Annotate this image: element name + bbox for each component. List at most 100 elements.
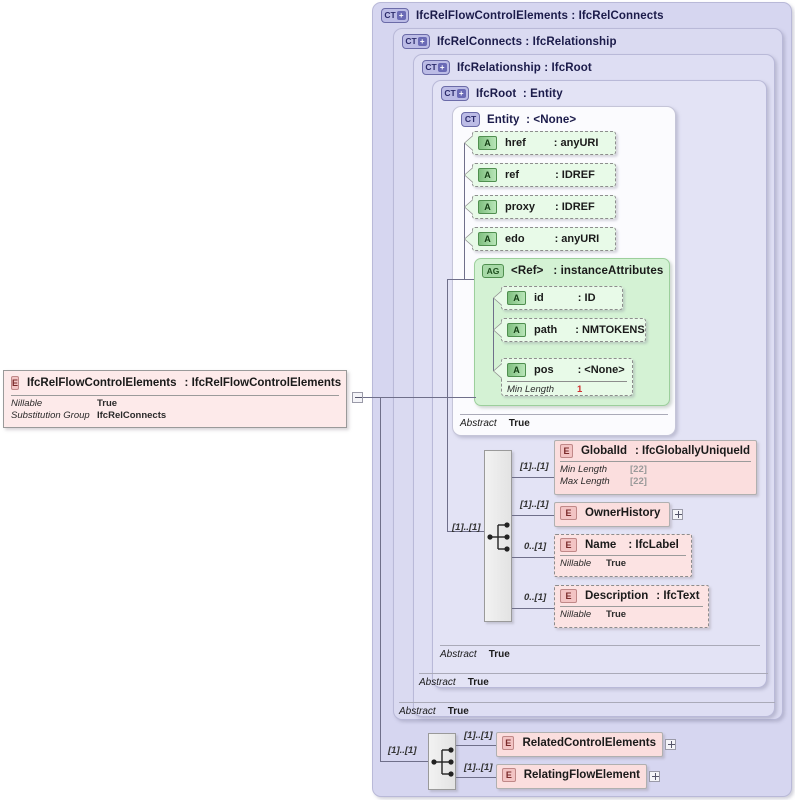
relation-branch-relating: [456, 777, 496, 778]
attribute-proxy[interactable]: A proxy : IDREF: [464, 195, 616, 219]
attribute-name: ref: [505, 169, 520, 181]
complextype-icon[interactable]: CT: [461, 112, 480, 127]
complextype-icon[interactable]: CT+: [441, 86, 469, 101]
attribute-nose: [465, 136, 473, 150]
complextype-header-2: CT+ IfcRelConnects : IfcRelationship: [402, 34, 617, 49]
complextype-icon[interactable]: CT+: [402, 34, 430, 49]
occurrence-globalid: [1]..[1]: [520, 461, 549, 472]
occurrence-description: 0..[1]: [524, 592, 547, 603]
collapse-minus-icon[interactable]: [352, 392, 363, 403]
expand-plus-icon[interactable]: +: [437, 63, 447, 72]
attribute-icon: A: [507, 291, 526, 305]
expand-plus-icon-relatedcontrolelements[interactable]: [665, 739, 676, 750]
element-ownerhistory-header: E OwnerHistory: [555, 503, 669, 523]
entity-abstract-row: Abstract True: [460, 414, 668, 429]
sequence-compositor-ifcroot[interactable]: [484, 450, 512, 622]
facet-key: Min Length: [507, 384, 555, 395]
expand-plus-icon-relatingflowelement[interactable]: [649, 771, 660, 782]
inheritance-trunk-vline: [447, 279, 448, 531]
attribute-nose: [494, 364, 502, 378]
element-name: OwnerHistory: [585, 507, 661, 519]
complextype-header-3: CT+ IfcRelationship : IfcRoot: [422, 60, 592, 75]
element-relatedcontrolelements[interactable]: E RelatedControlElements: [496, 732, 663, 757]
sequence-icon: [431, 747, 454, 777]
expand-plus-icon[interactable]: +: [417, 37, 427, 46]
sequence-compositor-relation[interactable]: [428, 733, 456, 790]
complextype-title-5: Entity : <None>: [487, 113, 577, 126]
element-icon: E: [502, 768, 516, 782]
facet-value: [22]: [630, 476, 647, 487]
facet-row: Max Length [22]: [560, 476, 751, 488]
abstract-value: True: [467, 677, 489, 688]
attribute-proxy-row: A proxy : IDREF: [473, 200, 595, 214]
attribute-type: : anyURI: [553, 137, 599, 149]
complextype-title-2: IfcRelConnects : IfcRelationship: [437, 35, 617, 48]
element-icon: E: [560, 589, 577, 603]
attribute-icon: A: [507, 363, 526, 377]
facet-row: Nillable True: [560, 609, 703, 621]
attribute-type: : ID: [577, 292, 596, 304]
complextype-title-3: IfcRelationship : IfcRoot: [457, 61, 592, 74]
attribute-path[interactable]: A path : NMTOKENS: [493, 318, 646, 342]
attribute-nose: [465, 168, 473, 182]
complextype-icon[interactable]: CT+: [381, 8, 409, 23]
attribute-edo-row: A edo : anyURI: [473, 232, 599, 246]
attribute-nose: [465, 232, 473, 246]
attribute-group-title: <Ref> : instanceAttributes: [511, 265, 664, 277]
attribute-name: proxy: [505, 201, 535, 213]
attribute-icon: A: [478, 168, 497, 182]
element-type: : IfcGloballyUniqueId: [634, 445, 750, 457]
ifcrelconnects-abstract-row: Abstract True: [399, 702, 775, 717]
element-relatingflowelement[interactable]: E RelatingFlowElement: [496, 764, 647, 789]
attribute-ref-row: A ref : IDREF: [473, 168, 595, 182]
element-name: Name: [585, 539, 617, 551]
complextype-icon-label: CT: [405, 36, 417, 47]
root-element-type: : IfcRelFlowControlElements: [184, 377, 342, 389]
sequence-icon: [487, 522, 510, 552]
attribute-ref[interactable]: A ref : IDREF: [464, 163, 616, 187]
facet-key: Nillable: [11, 398, 43, 409]
element-name: Description: [585, 590, 649, 602]
expand-plus-icon[interactable]: +: [396, 11, 406, 20]
attribute-type: : <None>: [577, 364, 625, 376]
expand-plus-icon-ownerhistory[interactable]: [672, 509, 683, 520]
abstract-value: True: [508, 418, 530, 429]
facet-value: [22]: [630, 464, 647, 475]
occurrence-name: 0..[1]: [524, 541, 547, 552]
complextype-header-5: CT Entity : <None>: [461, 112, 576, 127]
facet-value: True: [606, 558, 627, 569]
attribute-pos[interactable]: A pos : <None> Min Length 1: [493, 358, 633, 396]
element-description-box[interactable]: E Description : IfcText Nillable True: [554, 585, 709, 628]
attribute-type: : IDREF: [554, 201, 595, 213]
expand-plus-icon[interactable]: +: [456, 89, 466, 98]
attribute-href-row: A href : anyURI: [473, 136, 598, 150]
root-element-box[interactable]: E IfcRelFlowControlElements : IfcRelFlow…: [3, 370, 347, 428]
occurrence-relatedcontrolelements: [1]..[1]: [464, 730, 493, 741]
element-relatedcontrolelements-header: E RelatedControlElements: [497, 733, 662, 753]
facet-value: True: [97, 398, 118, 409]
element-icon: E: [560, 538, 577, 552]
element-globalid[interactable]: E GlobalId : IfcGloballyUniqueId Min Len…: [554, 440, 757, 495]
element-ownerhistory[interactable]: E OwnerHistory: [554, 502, 670, 527]
facet-key: Substitution Group: [11, 410, 90, 421]
attribute-id[interactable]: A id : ID: [493, 286, 623, 310]
element-globalid-header: E GlobalId : IfcGloballyUniqueId: [555, 441, 756, 461]
element-description-header: E Description : IfcText: [555, 586, 708, 606]
attribute-nose: [465, 200, 473, 214]
complextype-icon[interactable]: CT+: [422, 60, 450, 75]
abstract-value: True: [447, 706, 469, 717]
element-type: : IfcLabel: [628, 539, 679, 551]
element-description-facets: Nillable True: [560, 606, 703, 624]
abstract-value: True: [488, 649, 510, 660]
facet-key: Nillable: [560, 558, 592, 569]
seq-branch-description: [512, 608, 554, 609]
facet-row: Min Length [22]: [560, 464, 751, 476]
attribute-icon: A: [478, 200, 497, 214]
element-name-header: E Name : IfcLabel: [555, 535, 691, 555]
occurrence-relatingflowelement: [1]..[1]: [464, 762, 493, 773]
abstract-label: Abstract: [399, 706, 436, 717]
attribute-href[interactable]: A href : anyURI: [464, 131, 616, 155]
attribute-icon: A: [478, 232, 497, 246]
element-name-box[interactable]: E Name : IfcLabel Nillable True: [554, 534, 692, 577]
attribute-edo[interactable]: A edo : anyURI: [464, 227, 616, 251]
